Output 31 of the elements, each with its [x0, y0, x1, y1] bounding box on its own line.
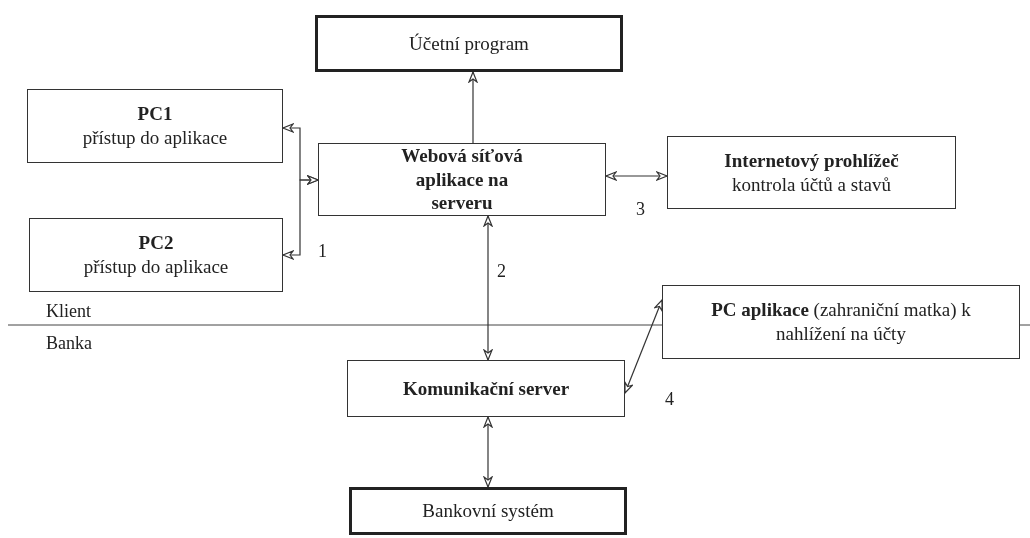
- box-heading: PC1: [137, 102, 173, 126]
- arrow: [605, 171, 668, 181]
- process-box: [349, 487, 627, 535]
- arrow: [468, 71, 478, 144]
- callout-label: 3: [636, 200, 645, 218]
- process-box: [662, 285, 1020, 359]
- box-text: kontrola účtů a stavů: [732, 172, 891, 197]
- process-box: [29, 218, 283, 292]
- arrow: [483, 215, 493, 361]
- callout-label: Banka: [46, 334, 92, 352]
- box-text: přístup do aplikace: [82, 126, 228, 150]
- box-text: přístup do aplikace: [83, 255, 229, 279]
- box-heading: Internetový prohlížeč: [724, 148, 899, 173]
- box-heading: Komunikační server: [402, 376, 570, 401]
- box-text: Účetní program: [409, 31, 529, 56]
- process-box: [27, 89, 283, 163]
- callout-label: Klient: [46, 302, 91, 320]
- process-box: [347, 360, 625, 417]
- box-text: Bankovní systém: [422, 499, 554, 523]
- box-heading: Webová síťová aplikace na serveru: [400, 143, 524, 216]
- arrow: [624, 299, 663, 394]
- callout-label: 1: [318, 242, 327, 260]
- callout-label: 4: [665, 390, 674, 408]
- box-heading: PC2: [138, 231, 174, 255]
- arrow: [282, 175, 319, 260]
- process-box: [315, 15, 623, 72]
- box-text: PC aplikace (zahraniční matka) k nahlížení na účty: [710, 298, 972, 346]
- process-box: [667, 136, 956, 209]
- process-box: [318, 143, 606, 216]
- callout-label: 2: [497, 262, 506, 280]
- arrow: [483, 416, 493, 488]
